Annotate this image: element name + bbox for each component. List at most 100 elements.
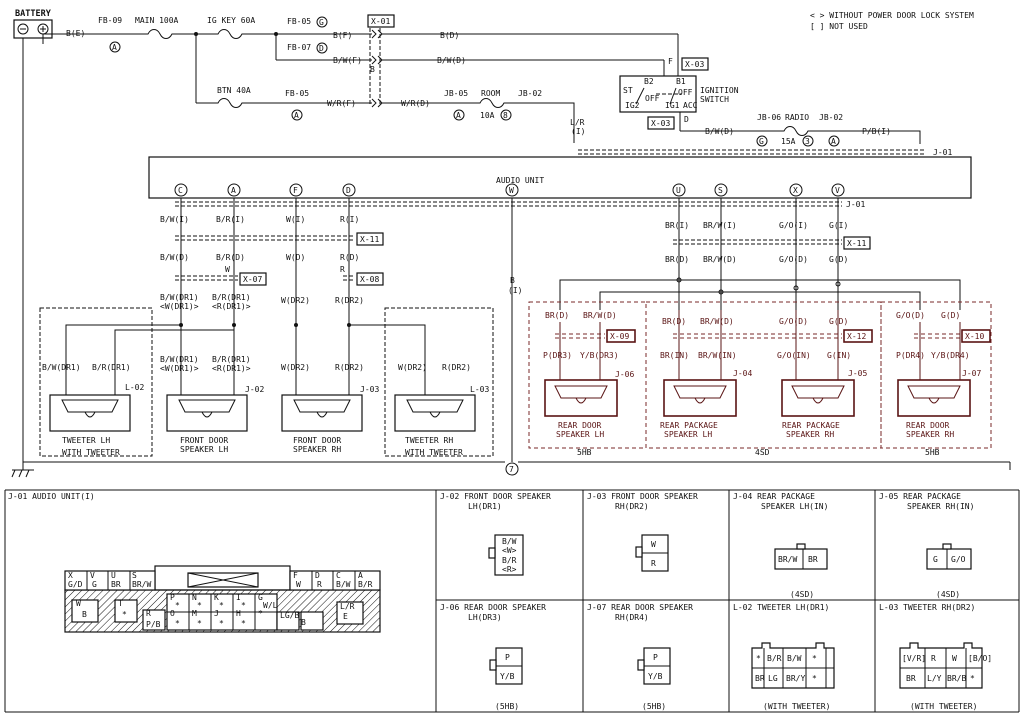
j-01-bottom-pin-8: O — [170, 609, 175, 618]
j-06-pin-2: Y/B — [500, 672, 515, 681]
ig-key-fuse-icon — [196, 29, 276, 39]
l-02-pin-8: * — [812, 674, 817, 683]
j-02-pin-2: <W> — [502, 546, 517, 555]
l-03-pin-2: R — [931, 654, 936, 663]
legend-not-used: [ ] NOT USED — [810, 22, 868, 31]
j-01-bottom-pin-3: * — [122, 610, 127, 619]
j-01-top-left-pin-4: U — [111, 571, 116, 580]
j-06-connector-view — [489, 647, 523, 685]
x-07-label: X-07 — [243, 275, 262, 284]
rear-goi-label: G/O(I) — [779, 221, 808, 230]
l-03-pin-8: * — [970, 674, 975, 683]
b2-label: B2 — [644, 77, 654, 86]
radio-fuse-icon — [760, 126, 921, 144]
st-label: ST — [623, 86, 633, 95]
rp-gin-label: G(IN) — [827, 351, 851, 360]
j-03-pin-2: R — [651, 559, 656, 568]
wrf-label: W/R(F) — [327, 99, 356, 108]
front-rdr2-label: R(DR2) — [335, 296, 364, 305]
bwd2-label: B/W(D) — [705, 127, 734, 136]
rear-brd-label: BR(D) — [665, 255, 689, 264]
x-08-label: X-08 — [360, 275, 379, 284]
x-11-a-label: X-11 — [360, 235, 379, 244]
j-01-bottom-pin-17: * — [219, 619, 224, 628]
front-brd-label: B/R(D) — [216, 253, 245, 262]
rp-brwin-label: BR/W(IN) — [698, 351, 737, 360]
j-05-pin-2: G/O — [951, 555, 966, 564]
j-02-pin-1: B/W — [502, 537, 517, 546]
l-02-view-title: L-02 TWEETER LH(DR1) — [733, 603, 829, 612]
rp-brin-label: BR(IN) — [660, 351, 689, 360]
circle-a-4: A — [831, 137, 836, 146]
circle-d-1: D — [319, 44, 324, 53]
l-02-pin-2: B/R — [767, 654, 782, 663]
x-11-b-label: X-11 — [847, 239, 866, 248]
hb1-label: 5HB — [577, 448, 592, 457]
pbi-label: P/B(I) — [862, 127, 891, 136]
hb2-label: 5HB — [925, 448, 940, 457]
fr-w-label: W(DR2) — [281, 363, 310, 372]
rear-door-lh-label-2: SPEAKER LH — [556, 430, 604, 439]
l-03-view-title: L-03 TWEETER RH(DR2) — [879, 603, 975, 612]
l-03-pin-4: [B/O] — [968, 654, 992, 663]
j-01-bottom-pin-7: * — [175, 601, 180, 610]
circle-f: F — [293, 186, 298, 195]
circle-3: 3 — [805, 137, 810, 146]
tweeter-rh-label: TWEETER RH — [405, 436, 453, 445]
j-01-top-left-pin-2: V — [90, 571, 95, 580]
j-01-top-right-pin-3: R — [317, 580, 322, 589]
rr-yb-label: Y/B(DR4) — [931, 351, 970, 360]
with-tweeter-1-label: WITH TWEETER — [62, 448, 120, 457]
l-03-note: (WITH TWEETER) — [910, 702, 977, 711]
front-r-label: R — [340, 265, 345, 274]
x-07-connector — [239, 272, 267, 286]
j-01-bottom-pin-25: B — [301, 618, 306, 627]
l-03-pin-6: L/Y — [927, 674, 942, 683]
circle-a-5: A — [231, 186, 236, 195]
jb-02-a-label: JB-02 — [518, 89, 542, 98]
j-03-view-title: J-03 FRONT DOOR SPEAKER — [587, 492, 698, 501]
x-03-a-label: X-03 — [685, 60, 704, 69]
l-02-pin-4: * — [812, 654, 817, 663]
tweeter-rh-speaker-icon — [394, 394, 476, 432]
fl-br-label: B/R(DR1) — [212, 355, 251, 364]
fr-r-label: R(DR2) — [335, 363, 364, 372]
with-tweeter-2-label: WITH TWEETER — [405, 448, 463, 457]
rear-package-rh-label-2: SPEAKER RH — [786, 430, 834, 439]
ground-b-i-label: (I) — [508, 286, 522, 295]
j-02-view-sub: LH(DR1) — [468, 502, 502, 511]
j-06-view-sub: LH(DR3) — [468, 613, 502, 622]
j-05-note: (4SD) — [936, 590, 960, 599]
front-brdr1-label: B/R(DR1) — [212, 293, 251, 302]
rear-package-rh-label-1: REAR PACKAGE — [782, 421, 840, 430]
j-02-view-title: J-02 FRONT DOOR SPEAKER — [440, 492, 551, 501]
front-door-rh-label-1: FRONT DOOR — [293, 436, 341, 445]
radio-fuse-label: RADIO — [785, 113, 809, 122]
rl-yb-label: Y/B(DR3) — [580, 351, 619, 360]
j-01-top-left-pin-5: BR — [111, 580, 121, 589]
front-door-lh-label-2: SPEAKER LH — [180, 445, 228, 454]
front-bwdr1-label: B/W(DR1) — [160, 293, 199, 302]
x-12-label: X-12 — [847, 332, 866, 341]
j-06-label: J-06 — [615, 370, 634, 379]
j-01-bottom-pin-4: R — [146, 609, 151, 618]
l-02-connector-view — [751, 642, 835, 689]
fb-05-g-label: FB-05 — [287, 17, 311, 26]
rear-bri-label: BR(I) — [665, 221, 689, 230]
x-01-label: X-01 — [371, 17, 390, 26]
fl-bw-label: B/W(DR1) — [160, 355, 199, 364]
sd-label: 4SD — [755, 448, 770, 457]
ground-icon — [11, 469, 34, 478]
rear-brwd-label: BR/W(D) — [703, 255, 737, 264]
circle-a-3: A — [456, 111, 461, 120]
rl-br-label: BR(D) — [545, 311, 569, 320]
j-01-bottom-pin-0: W — [76, 599, 81, 608]
j-05-view-title: J-05 REAR PACKAGE — [879, 492, 961, 501]
d-label: D — [684, 115, 689, 124]
rear-door-lh-label-1: REAR DOOR — [558, 421, 602, 430]
j-04-pin-2: BR — [808, 555, 818, 564]
circle-d-2: D — [346, 186, 351, 195]
j-02-pin-3: B/R — [502, 556, 517, 565]
j-01-bottom-pin-27: E — [343, 612, 348, 621]
